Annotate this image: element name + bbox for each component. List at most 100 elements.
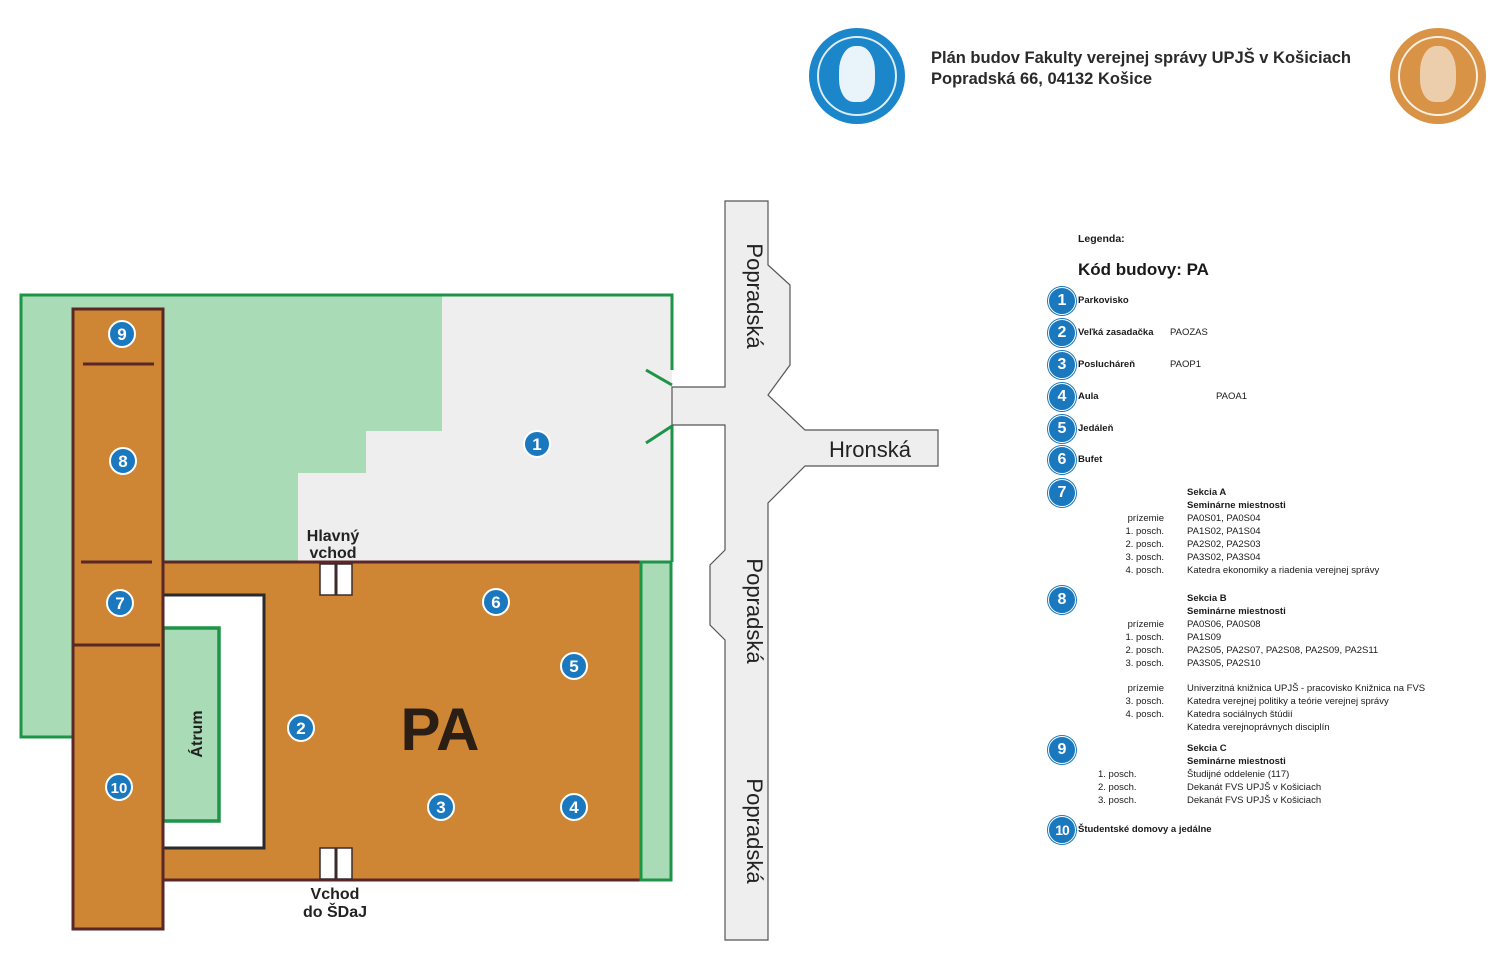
map-marker-number: 3: [436, 798, 445, 817]
map-marker-3[interactable]: 3: [427, 793, 455, 821]
legend-building-code: Kód budovy: PA: [1078, 260, 1209, 279]
legend-badge: 1: [1048, 287, 1076, 315]
map-marker-7[interactable]: 7: [106, 589, 134, 617]
floor-rooms: Katedra verejnoprávnych disciplín: [1187, 722, 1330, 733]
main-entrance-door[interactable]: [319, 563, 353, 596]
gate-line-upper: [645, 368, 673, 387]
legend-badge: 9: [1048, 736, 1076, 764]
floor-rooms: Univerzitná knižnica UPJŠ - pracovisko K…: [1187, 683, 1426, 694]
map-marker-2[interactable]: 2: [287, 714, 315, 742]
legend-room-code: PAOA1: [1216, 391, 1247, 402]
map-marker-number: 2: [296, 719, 305, 738]
map-marker-1[interactable]: 1: [523, 430, 551, 458]
street-label-popradska-3: Popradská: [742, 778, 767, 884]
floor-label: 2. posch.: [1125, 645, 1164, 656]
floor-label: 3. posch.: [1125, 658, 1164, 669]
map-marker-circle: [482, 588, 510, 616]
street-label-hronska: Hronská: [829, 437, 912, 462]
atrium[interactable]: [161, 626, 221, 823]
legend-room-code: PAOP1: [1170, 359, 1201, 370]
map-marker-10[interactable]: 10: [105, 773, 133, 801]
legend-badge: 5: [1048, 415, 1076, 443]
floor-label: 3. posch.: [1125, 552, 1164, 563]
building-code-big: PA: [401, 696, 480, 763]
logo-ring: [1398, 36, 1478, 116]
floor-rooms: Dekanát FVS UPJŠ v Košiciach: [1187, 782, 1322, 793]
floor-rooms: PA1S09: [1187, 632, 1222, 643]
dorm-entrance-door[interactable]: [319, 847, 353, 880]
main-entrance-label-2: vchod: [309, 545, 356, 562]
legend-badge: 3: [1048, 351, 1076, 379]
floor-rooms: PA3S02, PA3S04: [1187, 552, 1261, 563]
floor-rooms: Katedra verejnej politiky a teórie verej…: [1187, 696, 1389, 707]
floor-label: 3. posch.: [1125, 696, 1164, 707]
floor-rooms: Dekanát FVS UPJŠ v Košiciach: [1187, 795, 1322, 806]
floor-label: 1. posch.: [1046, 769, 1142, 780]
map-marker-number: 5: [569, 657, 578, 676]
atrium-label: Átrum: [187, 710, 206, 757]
floor-label: 2. posch.: [1046, 782, 1142, 793]
fvs-upjs-logo: [809, 28, 905, 124]
dorm-entrance-label-1: Vchod: [311, 886, 360, 903]
map-marker-8[interactable]: 8: [109, 447, 137, 475]
road-popradska[interactable]: [671, 200, 939, 941]
map-marker-4[interactable]: 4: [560, 793, 588, 821]
parking-border: [73, 293, 674, 370]
floor-label: prízemie: [1127, 619, 1164, 630]
map-marker-number: 4: [569, 798, 579, 817]
map-marker-circle: [108, 320, 136, 348]
floor-rooms: PA1S02, PA1S04: [1187, 526, 1261, 537]
map-marker-circle: [523, 430, 551, 458]
green-strip-east: [639, 560, 673, 882]
map-marker-9[interactable]: 9: [108, 320, 136, 348]
legend-label: Aula: [1078, 391, 1099, 402]
legend-badge: 7: [1048, 479, 1076, 507]
page-title: Plán budov Fakulty verejnej správy UPJŠ …: [931, 48, 1351, 90]
map-marker-6[interactable]: 6: [482, 588, 510, 616]
dorm-entrance-label-2: do ŠDaJ: [303, 902, 367, 921]
legend-title: Legenda:: [1078, 233, 1125, 245]
section-c-title: Sekcia C: [1187, 743, 1227, 754]
logo-ring: [817, 36, 897, 116]
floor-rooms: PA2S05, PA2S07, PA2S08, PA2S09, PA2S11: [1187, 645, 1379, 656]
legend-label: Študentské domovy a jedálne: [1078, 824, 1212, 835]
map-marker-circle: [105, 773, 133, 801]
floor-rooms: PA0S06, PA0S08: [1187, 619, 1261, 630]
logo-portrait: [839, 46, 875, 102]
map-marker-5[interactable]: 5: [560, 652, 588, 680]
floor-rooms: Katedra ekonomiky a riadenia verejnej sp…: [1187, 565, 1380, 576]
legend-label: Veľká zasadačka: [1078, 327, 1154, 338]
parking-area[interactable]: [298, 295, 672, 562]
map-marker-circle: [427, 793, 455, 821]
building-west-wing[interactable]: [71, 307, 165, 931]
legend-badge: 10: [1048, 816, 1076, 844]
floor-rooms: PA0S01, PA0S04: [1187, 513, 1261, 524]
street-label-popradska-1: Popradská: [742, 243, 767, 349]
map-marker-number: 7: [115, 594, 124, 613]
map-marker-circle: [106, 589, 134, 617]
floor-label: prízemie: [1127, 683, 1164, 694]
map-markers: 1 2 3 4 5 6 7 8 9 10: [105, 320, 588, 821]
gate-line-lower: [645, 424, 673, 445]
legend-badge: 4: [1048, 383, 1076, 411]
map-marker-circle: [560, 652, 588, 680]
section-b-title: Sekcia B: [1187, 593, 1227, 604]
map-marker-number: 1: [532, 435, 541, 454]
floor-label-text: 3. posch.: [1098, 795, 1137, 806]
upjs-logo: [1390, 28, 1486, 124]
map-marker-circle: [287, 714, 315, 742]
street-label-popradska-2: Popradská: [742, 558, 767, 664]
floor-rooms: Študijné oddelenie (117): [1187, 769, 1290, 780]
floor-label: prízemie: [1127, 513, 1164, 524]
legend-badge: 6: [1048, 446, 1076, 474]
floor-label: 3. posch.: [1046, 795, 1142, 806]
floor-rooms: PA2S02, PA2S03: [1187, 539, 1261, 550]
map-marker-number: 10: [111, 780, 128, 797]
page-title-line-1: Plán budov Fakulty verejnej správy UPJŠ …: [931, 49, 1352, 67]
map-marker-circle: [560, 793, 588, 821]
map-marker-number: 8: [118, 452, 127, 471]
floor-label: 1. posch.: [1125, 526, 1164, 537]
legend-label: Bufet: [1078, 454, 1103, 465]
legend-badge: 2: [1048, 319, 1076, 347]
